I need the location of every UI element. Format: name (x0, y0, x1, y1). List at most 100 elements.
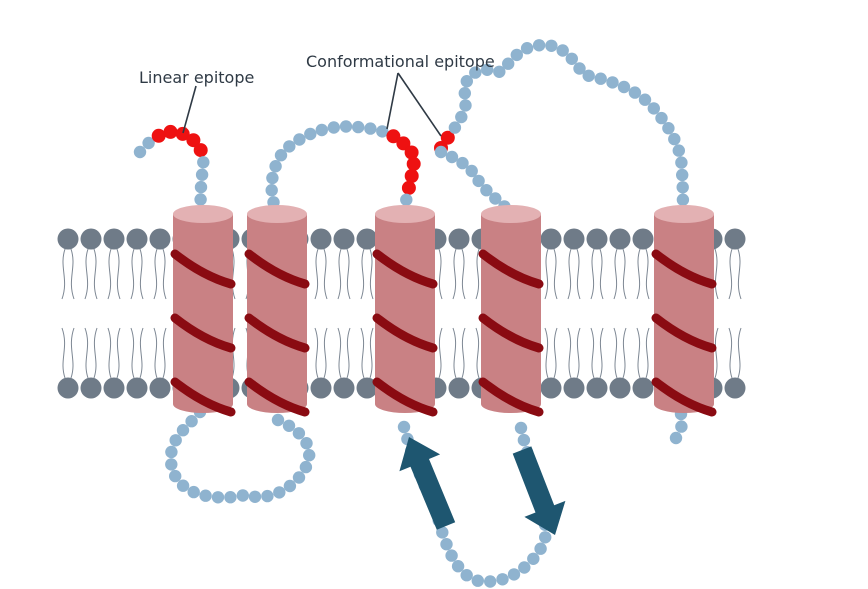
lipid-head (356, 228, 378, 250)
lipid-tail (576, 327, 581, 379)
residue (676, 193, 690, 206)
lipid-head (540, 228, 562, 250)
lipid-head (632, 228, 654, 250)
helix-stripe (478, 313, 544, 353)
extracellular-loop-1 (265, 120, 421, 221)
residue (545, 39, 558, 52)
phospholipid-icon (333, 228, 355, 399)
residue (327, 121, 340, 134)
lipid-head (586, 228, 608, 250)
epitope-residue (440, 130, 455, 145)
lipid-tail (728, 327, 733, 379)
helix-top (247, 205, 307, 223)
residue (440, 538, 453, 551)
residue (185, 415, 198, 428)
residue (456, 156, 469, 170)
residue (459, 99, 472, 112)
lipid-tail (461, 248, 466, 300)
residue (532, 39, 546, 52)
epitope-labels: Linear epitope Conformational epitope (139, 52, 495, 137)
lipid-tail (139, 248, 144, 300)
lipid-tail (61, 327, 66, 379)
residue (283, 479, 297, 493)
phospholipid-icon (724, 228, 746, 399)
lipid-tail (714, 248, 719, 300)
residue (655, 111, 668, 125)
epitope-residue (404, 169, 419, 183)
conformational-epitope-label: Conformational epitope (306, 52, 495, 71)
lipid-head (609, 228, 631, 250)
lipid-tail (139, 327, 144, 379)
lipid-tail (153, 248, 158, 300)
residue (315, 123, 328, 137)
conformational-epitope-pointer-left (386, 72, 399, 130)
residue (292, 427, 306, 440)
residue (668, 132, 681, 146)
residue (507, 568, 521, 581)
lipid-head (563, 228, 585, 250)
lipid-tail (599, 248, 604, 300)
lipid-tail (369, 248, 374, 300)
residue (236, 489, 249, 502)
lipid-head (310, 228, 332, 250)
lipid-head (126, 228, 148, 250)
lipid-head (80, 377, 102, 399)
residue (469, 66, 482, 79)
residue (269, 160, 282, 173)
lipid-tail (645, 248, 650, 300)
lipid-tail (107, 327, 112, 379)
lipid-tail (337, 248, 342, 300)
lipid-head (724, 377, 746, 399)
residue (165, 458, 178, 471)
linear-epitope-pointer (182, 85, 197, 134)
lipid-tail (553, 327, 558, 379)
lipid-tail (84, 248, 89, 300)
residue (517, 433, 531, 447)
lipid-head (448, 377, 470, 399)
lipid-tail (162, 248, 167, 300)
linear-epitope-label: Linear epitope (139, 68, 254, 87)
residue (376, 125, 389, 138)
phospholipid-icon (126, 228, 148, 399)
helix-stripe (244, 313, 310, 353)
residue (169, 434, 182, 447)
lipid-tail (314, 248, 319, 300)
lipid-tail (93, 248, 98, 300)
transmembrane-helices (170, 205, 717, 417)
phospholipid-icon (310, 228, 332, 399)
lipid-head (609, 377, 631, 399)
lipid-tail (714, 327, 719, 379)
lipid-head (80, 228, 102, 250)
epitope-residue (396, 136, 411, 151)
residue (304, 127, 317, 141)
lipid-tail (346, 327, 351, 379)
residue (293, 133, 306, 146)
residue (445, 150, 459, 164)
residue (502, 57, 515, 70)
helix-stripe (372, 313, 438, 353)
residue (471, 574, 484, 587)
residue (458, 87, 471, 100)
epitope-residue (151, 128, 166, 143)
lipid-tail (369, 327, 374, 379)
lipid-head (57, 228, 79, 250)
helix-stripe (170, 249, 236, 289)
lipid-tail (61, 248, 66, 300)
lipid-tail (360, 327, 365, 379)
lipid-tail (70, 327, 75, 379)
residue (573, 62, 586, 75)
residue (493, 65, 506, 79)
beta-strands (399, 437, 566, 535)
lipid-tail (728, 248, 733, 300)
lipid-head (356, 377, 378, 399)
residue (195, 168, 209, 181)
lipid-tail (599, 327, 604, 379)
residue (484, 575, 497, 588)
residue (400, 193, 413, 206)
residue (397, 420, 411, 434)
lipid-head (333, 377, 355, 399)
residue (339, 120, 353, 133)
phospholipid-icon (563, 228, 585, 399)
residue (176, 424, 190, 437)
phospholipid-icon (540, 228, 562, 399)
